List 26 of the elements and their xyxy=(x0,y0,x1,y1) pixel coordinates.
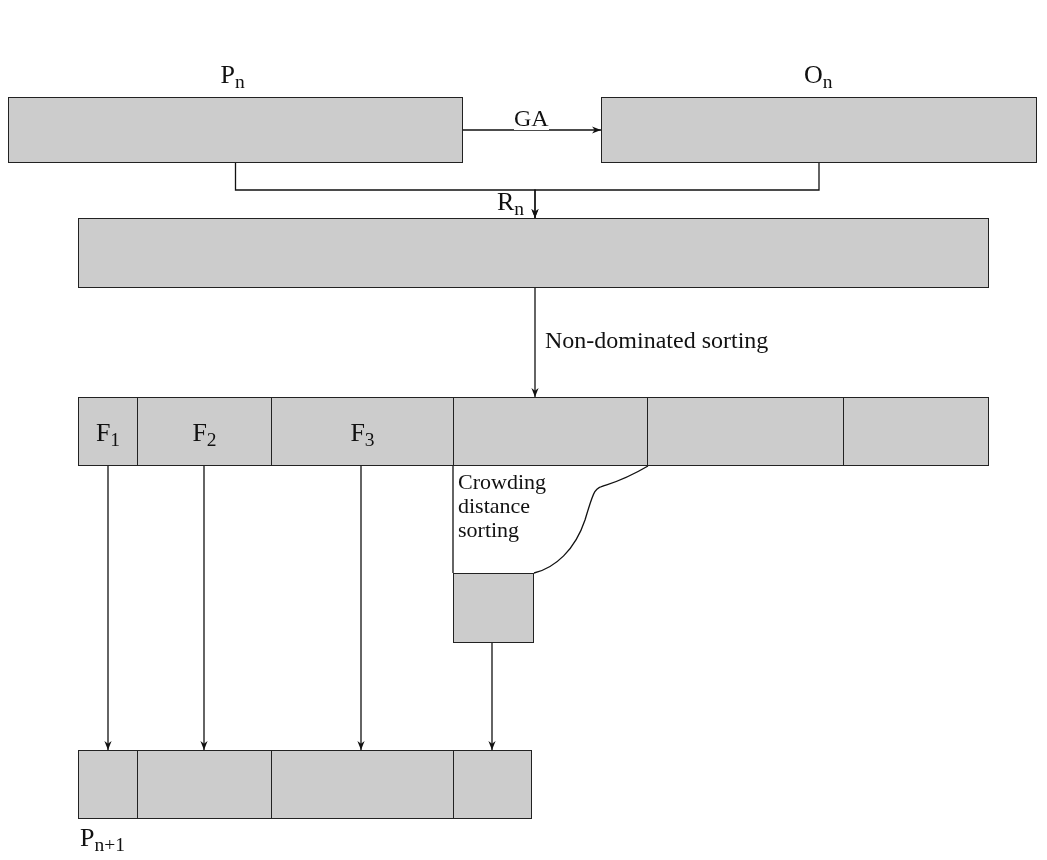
annotation-text: Crowding distance sorting xyxy=(458,470,547,543)
process-box xyxy=(647,397,844,466)
process-box xyxy=(78,750,138,819)
process-box xyxy=(137,397,272,466)
box-label: F$_{3}$ xyxy=(349,420,376,450)
arrow xyxy=(488,642,496,751)
process-box xyxy=(137,750,272,819)
process-box xyxy=(78,397,138,466)
arrow xyxy=(200,465,208,751)
arrow xyxy=(357,465,365,751)
process-box xyxy=(843,397,989,466)
box-label: O$_{n}$ xyxy=(804,62,833,92)
process-box xyxy=(453,397,648,466)
box-label: F$_{1}$ xyxy=(94,420,122,450)
arrow xyxy=(531,162,820,219)
row-label: P$_{n+1}$ xyxy=(80,825,125,855)
process-box xyxy=(271,750,454,819)
process-box xyxy=(453,750,532,819)
box-label: F$_{2}$ xyxy=(191,420,218,450)
arrow xyxy=(462,126,602,134)
box-label: R$_{n}$ xyxy=(497,189,525,219)
process-box xyxy=(271,397,454,466)
arrow xyxy=(531,287,539,398)
arrow xyxy=(104,465,112,751)
box-label: P$_{n}$ xyxy=(220,62,245,92)
process-box xyxy=(453,573,534,643)
